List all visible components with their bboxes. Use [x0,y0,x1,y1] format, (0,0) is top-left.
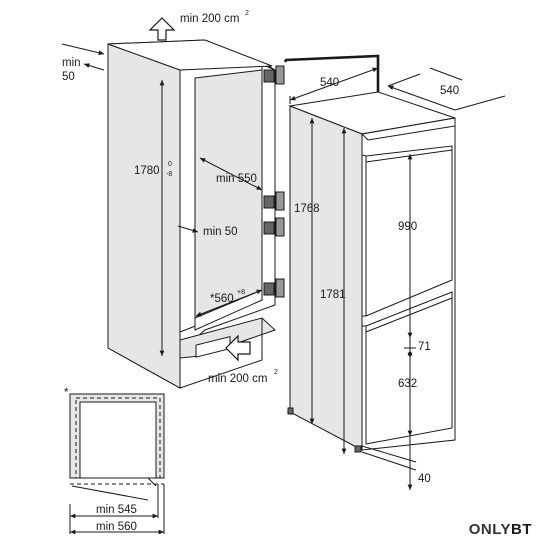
bottom-vent-arrow [225,334,251,362]
top-vent-arrow [148,17,176,41]
niche-depth-dimension [199,157,263,191]
brand-logo-accent: BT [511,521,532,538]
bottom-vent-grille [195,336,231,358]
niche-width-tol: +8 [237,289,245,296]
gap-71-label: 71 [418,341,431,353]
depth-540-dimension [289,64,379,104]
left-gap-label-b: 50 [62,71,75,83]
fridge-side [289,105,363,451]
fridge-appliance [287,91,456,453]
niche-height-tol-top: 0 [168,161,172,168]
top-vent-sup: 2 [245,10,249,17]
brand-logo: ONLYBT [469,521,532,538]
section-detail [69,393,165,534]
hinge-middle-1 [263,191,285,211]
inner-gap-dimension [177,225,199,233]
section-niche-inner [79,401,157,479]
section-star-mark: * [64,387,69,399]
hinge-top [263,65,285,85]
bottom-vent-label: min 200 cm [208,373,267,385]
width-540-dimension [387,67,506,111]
bottom-vent-sup: 2 [274,369,278,376]
upper-door-990-label: 990 [398,221,417,233]
top-vent-label: min 200 cm [180,13,239,25]
height-1768-label: 1768 [294,203,320,215]
hinge-bottom [263,278,285,298]
left-gap-label-a: min [62,57,81,69]
niche-width-label: *560 [210,293,234,305]
niche-height-tol-bot: -8 [166,171,172,178]
height-1781-label: 1781 [320,289,346,301]
foot-40-dimension [361,436,417,490]
inner-gap-label: min 50 [203,226,238,238]
foot-40-label: 40 [418,473,431,485]
width-540-label: 540 [440,85,459,97]
brand-logo-main: ONLY [468,521,511,538]
lower-door-632-label: 632 [398,378,417,390]
niche-depth-label: min 550 [216,173,257,185]
min-545-label: min 545 [96,504,137,516]
niche-width-dimension [195,289,263,317]
hinge-middle-2 [263,217,285,237]
left-gap-dimension [61,43,105,71]
niche-cabinet [107,39,285,389]
niche-height-label: 1780 [134,165,160,177]
depth-540-label: 540 [320,77,339,89]
min-560-label: min 560 [96,521,137,533]
fridge-foot [354,445,362,453]
niche-left-wall [107,43,181,389]
